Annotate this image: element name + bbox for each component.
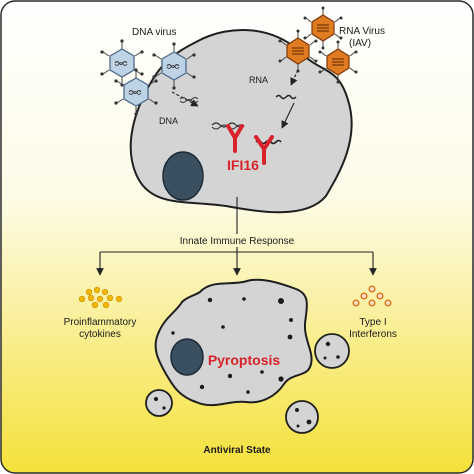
- interferons-label-line2: Interferons: [349, 329, 397, 340]
- ifi16-label: IFI16: [227, 157, 259, 173]
- rna-recognition-arrow: [281, 102, 295, 129]
- dna-label: DNA: [159, 116, 178, 126]
- cytokines-label-line2: cytokines: [79, 329, 121, 340]
- interferons-label-line1: Type I: [359, 317, 386, 328]
- cytokines-label-line1: Proinflammatory: [64, 317, 137, 328]
- pyroptotic-debris-dots: [171, 297, 293, 394]
- rna-entry-arrow: [290, 69, 299, 86]
- rna-label: RNA: [249, 75, 268, 85]
- cell-fragment: [145, 389, 173, 417]
- pyroptosis-label: Pyroptosis: [208, 352, 281, 368]
- innate-response-label: Innate Immune Response: [180, 236, 295, 247]
- ifi16-receptor-icon: [226, 124, 274, 165]
- antiviral-state-label: Antiviral State: [203, 445, 271, 456]
- rna-virus-label: RNA Virus: [339, 26, 385, 37]
- cell-nucleus: [162, 151, 204, 201]
- rna-virus-sublabel: (IAV): [349, 38, 371, 49]
- dna-virus-label: DNA virus: [132, 27, 176, 38]
- cytokine-dots-icon: [78, 286, 123, 309]
- interferon-dots-icon: [352, 285, 392, 307]
- cell-fragment: [314, 333, 350, 369]
- pyroptotic-nucleus: [170, 338, 204, 376]
- cell-fragment: [285, 400, 319, 434]
